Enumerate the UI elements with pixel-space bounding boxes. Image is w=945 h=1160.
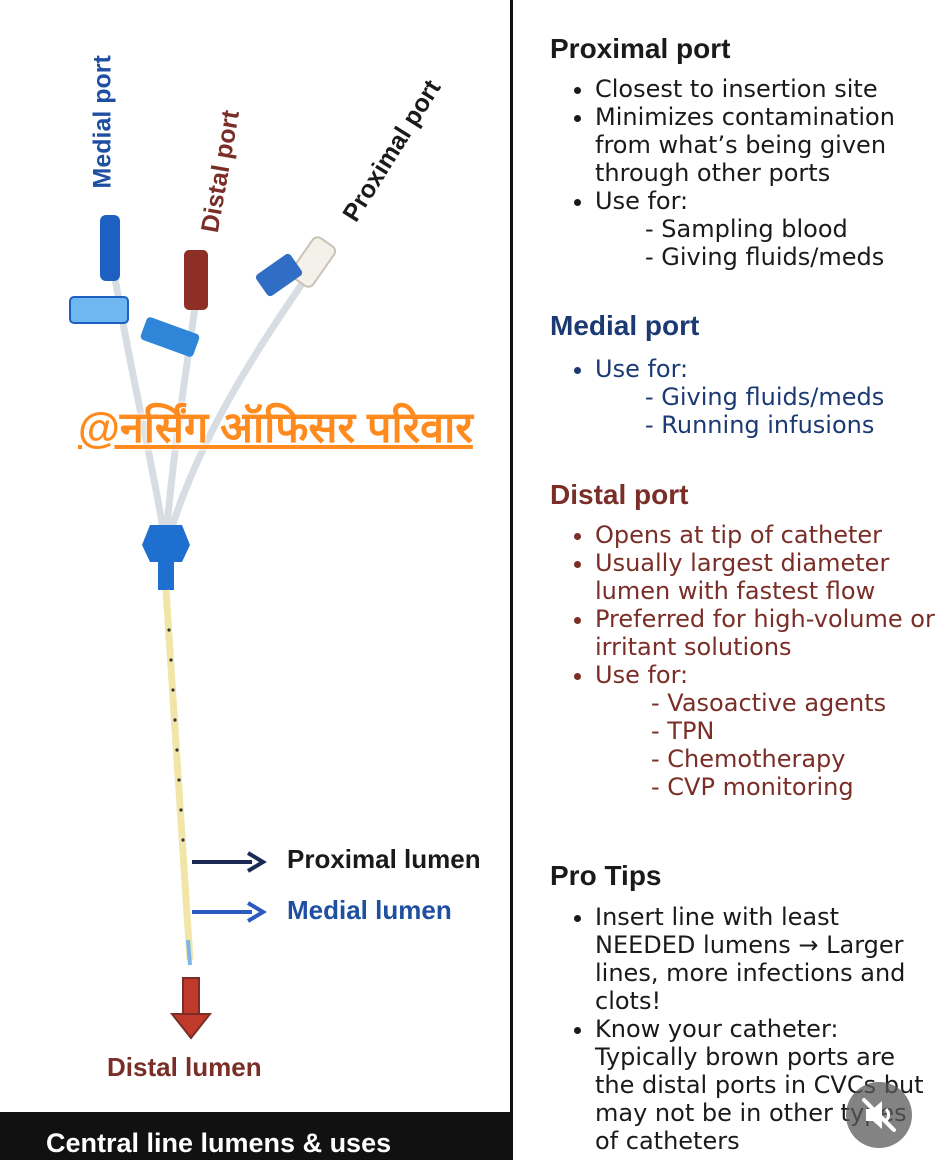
proximal-lumen-label: Proximal lumen bbox=[287, 844, 481, 874]
list-item: Closest to insertion site bbox=[595, 75, 935, 103]
list-item: Use for: - Vasoactive agents - TPN - Che… bbox=[595, 661, 935, 801]
junction-hub bbox=[142, 525, 190, 562]
list-item: Minimizes contamination from what’s bein… bbox=[595, 103, 935, 187]
divider bbox=[510, 0, 513, 1160]
footer-bar bbox=[0, 1112, 511, 1160]
catheter-body bbox=[162, 589, 194, 961]
distal-lumen-label: Distal lumen bbox=[107, 1052, 262, 1082]
watermark-text: @नर्सिंग ऑफिसर परिवार bbox=[78, 404, 473, 452]
distal-port-hub bbox=[184, 250, 208, 310]
proximal-extension-tube bbox=[164, 253, 325, 541]
proximal-section-title: Proximal port bbox=[550, 33, 731, 64]
distal-lumen-arrow bbox=[169, 977, 213, 1040]
proximal-bullet-list: Closest to insertion site Minimizes cont… bbox=[541, 75, 935, 271]
list-item: Insert line with least NEEDED lumens → L… bbox=[595, 903, 935, 1015]
hub-neck bbox=[158, 562, 174, 590]
medial-lumen-arrow bbox=[192, 901, 267, 923]
proximal-port-hub bbox=[289, 236, 337, 288]
distal-extension-tube bbox=[162, 299, 200, 541]
mute-speaker-icon bbox=[862, 1098, 896, 1132]
catheter-tip bbox=[186, 939, 192, 966]
footer-title: Central line lumens & uses bbox=[46, 1128, 392, 1158]
diagram-panel: Medial port Distal port Proximal port Pr… bbox=[0, 55, 511, 1160]
distal-bullet-list: Opens at tip of catheter Usually largest… bbox=[541, 521, 935, 801]
list-item: Preferred for high-volume or irritant so… bbox=[595, 605, 935, 661]
use-item: - TPN bbox=[651, 717, 715, 745]
depth-markings bbox=[167, 628, 185, 842]
list-item: Usually largest diameter lumen with fast… bbox=[595, 549, 935, 605]
list-item: Use for: - Giving fluids/meds - Running … bbox=[595, 355, 935, 439]
medial-clamp bbox=[69, 296, 129, 324]
info-panel: Proximal port Closest to insertion site … bbox=[513, 0, 945, 1160]
medial-section-title: Medial port bbox=[550, 310, 700, 341]
tips-section-title: Pro Tips bbox=[550, 860, 662, 891]
list-item: Use for: - Sampling blood - Giving fluid… bbox=[595, 187, 935, 271]
use-item: - Chemotherapy bbox=[651, 745, 846, 773]
use-item: - CVP monitoring bbox=[651, 773, 854, 801]
use-item: - Running infusions bbox=[645, 411, 875, 439]
use-item: - Giving fluids/meds bbox=[645, 243, 885, 271]
medial-lumen-label: Medial lumen bbox=[287, 895, 452, 925]
proximal-clamp bbox=[255, 253, 303, 297]
medial-bullet-list: Use for: - Giving fluids/meds - Running … bbox=[541, 355, 935, 439]
catheter-illustration bbox=[69, 215, 337, 1040]
medial-port-label: Medial port bbox=[88, 55, 117, 189]
mute-button[interactable] bbox=[846, 1082, 912, 1148]
proximal-lumen-arrow bbox=[192, 851, 267, 873]
list-item: Opens at tip of catheter bbox=[595, 521, 935, 549]
distal-section-title: Distal port bbox=[550, 479, 689, 510]
distal-clamp bbox=[140, 317, 200, 357]
use-item: - Vasoactive agents bbox=[651, 689, 887, 717]
medial-port-hub bbox=[100, 215, 120, 281]
use-item: - Giving fluids/meds bbox=[645, 383, 885, 411]
use-item: - Sampling blood bbox=[645, 215, 848, 243]
